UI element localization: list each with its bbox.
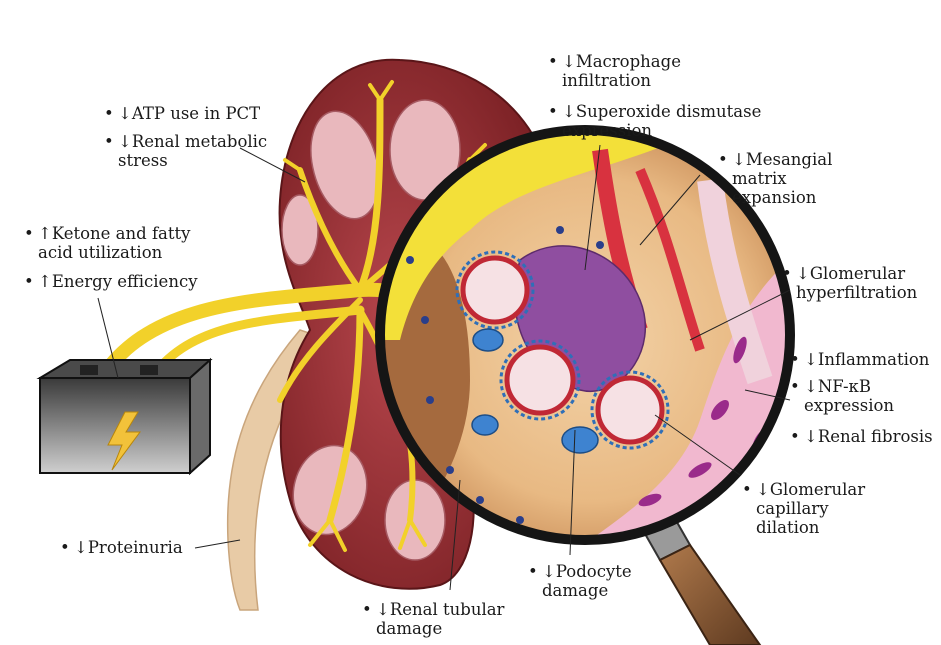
label-inflammation: •↓Inflammation <box>790 350 929 369</box>
label-podocyte-damage: •↓Podocyte damage <box>528 562 632 600</box>
label-superoxide-dismutase: •↓Superoxide dismutase expression <box>548 102 761 140</box>
label-ketone-utilization: •↑Ketone and fatty acid utilization <box>24 224 190 262</box>
label-atp-use: •↓ATP use in PCT <box>104 104 260 123</box>
label-mesangial-expansion: •↓Mesangial matrix expansion <box>718 150 832 207</box>
label-nfkb-expression: •↓NF-κB expression <box>790 377 894 415</box>
label-renal-fibrosis: •↓Renal fibrosis <box>790 427 933 446</box>
label-glomerular-hyperfiltration: •↓Glomerular hyperfiltration <box>782 264 917 302</box>
label-macrophage-infiltration: •↓Macrophage infiltration <box>548 52 681 90</box>
label-proteinuria: •↓Proteinuria <box>60 538 183 557</box>
label-renal-tubular-damage: •↓Renal tubular damage <box>362 600 504 638</box>
label-energy-efficiency: •↑Energy efficiency <box>24 272 198 291</box>
label-renal-metabolic-stress: •↓Renal metabolic stress <box>104 132 267 170</box>
label-glomerular-capillary-dilation: •↓Glomerular capillary dilation <box>742 480 865 537</box>
